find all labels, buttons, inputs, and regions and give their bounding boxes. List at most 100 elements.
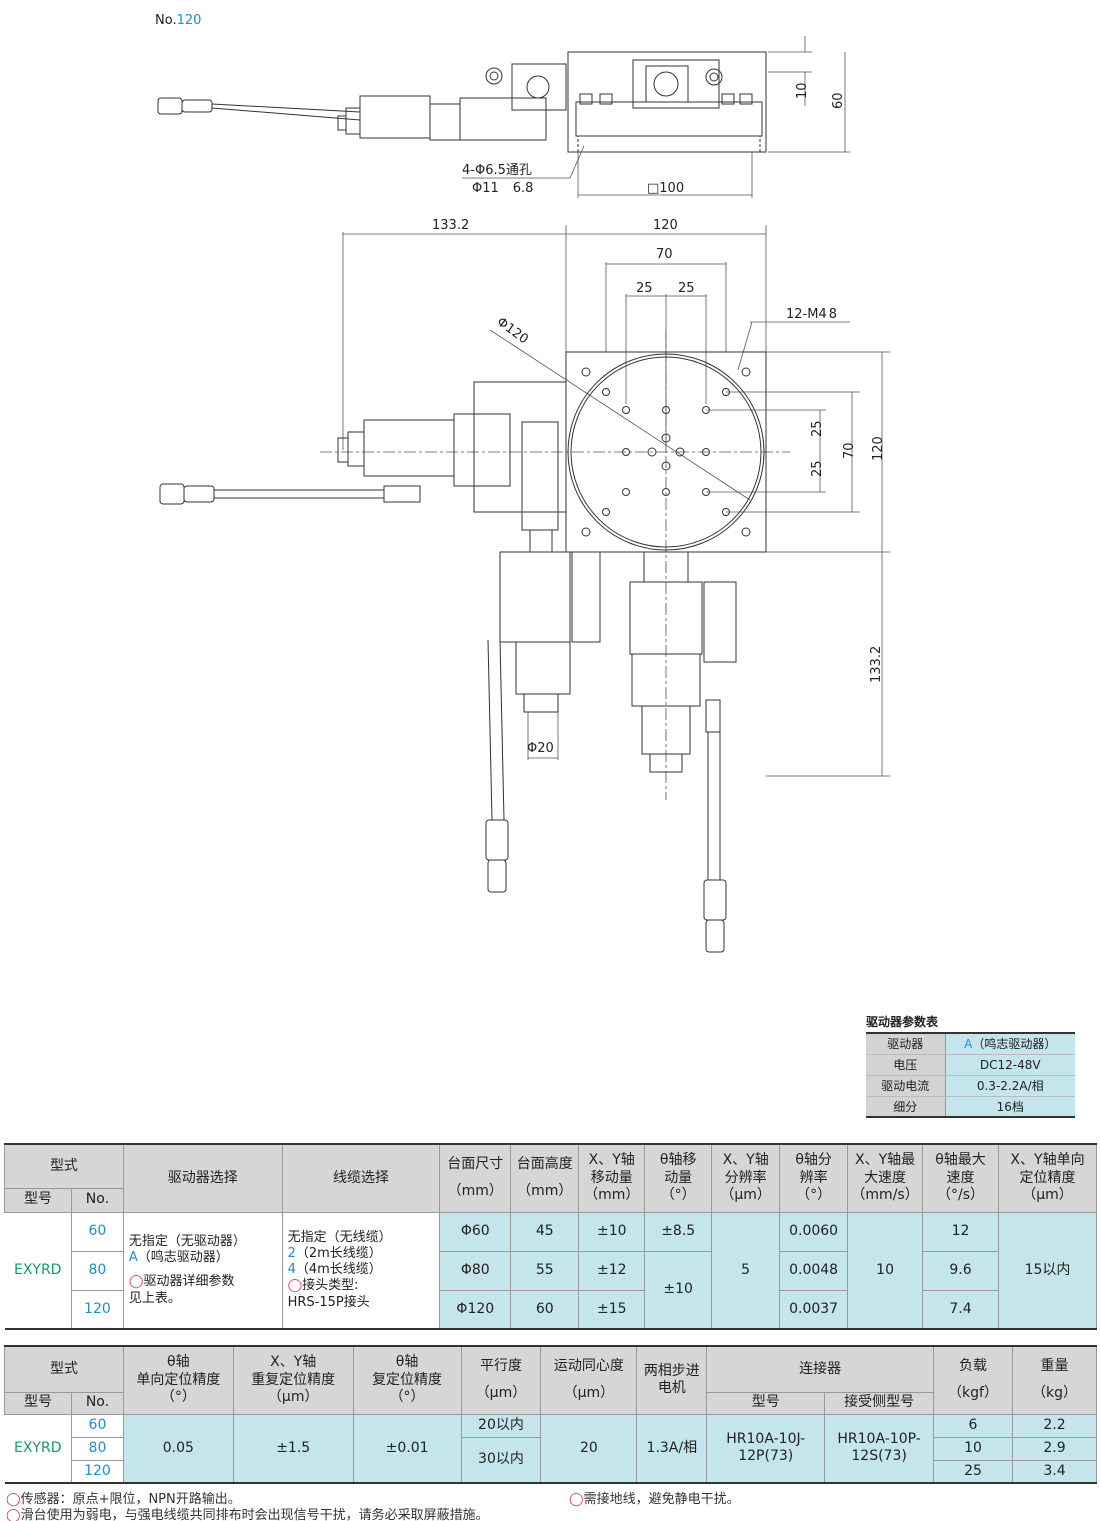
table-size: Φ80 bbox=[439, 1250, 512, 1291]
dim-120-top: 120 bbox=[653, 218, 678, 233]
xy-resolution: 5 bbox=[711, 1211, 781, 1330]
header-conn-model: 型号 bbox=[706, 1391, 826, 1415]
voltage-key: 电压 bbox=[866, 1054, 946, 1076]
driver-value: A（鸣志驱动器） bbox=[945, 1033, 1075, 1055]
xy-speed: 10 bbox=[847, 1211, 924, 1330]
header-theta-rep: θ轴复定位精度（°） bbox=[352, 1345, 462, 1415]
theta-speed: 9.6 bbox=[922, 1250, 999, 1291]
dim-25-c: 25 bbox=[810, 420, 825, 437]
header-type: 型式 bbox=[4, 1345, 124, 1393]
dim-60: 60 bbox=[831, 92, 846, 109]
header-table-height: 台面高度（mm） bbox=[510, 1143, 580, 1213]
dim-25-b: 25 bbox=[678, 281, 695, 296]
header-conn-mate: 接受侧型号 bbox=[824, 1391, 935, 1415]
warning-icon: ◯ bbox=[6, 1508, 21, 1521]
model-code: EXYRD bbox=[4, 1211, 72, 1330]
dia-20: Φ20 bbox=[527, 741, 554, 756]
motor: 1.3A/相 bbox=[636, 1413, 708, 1484]
header-table-size: 台面尺寸（mm） bbox=[439, 1143, 512, 1213]
weight: 3.4 bbox=[1011, 1459, 1098, 1484]
xy-travel: ±10 bbox=[578, 1211, 646, 1252]
weight: 2.9 bbox=[1011, 1436, 1098, 1461]
dia-120: Φ120 bbox=[494, 315, 531, 348]
dim-70-right: 70 bbox=[842, 442, 857, 459]
table-height: 45 bbox=[510, 1211, 580, 1252]
driver-options: 无指定（无驱动器） A（鸣志驱动器） ◯驱动器详细参数 见上表。 bbox=[122, 1211, 283, 1330]
row-no: 80 bbox=[70, 1436, 124, 1461]
header-weight: 重量（kg） bbox=[1011, 1345, 1098, 1415]
row-no: 60 bbox=[70, 1211, 124, 1252]
header-xy-speed: X、Y轴最大速度（mm/s） bbox=[847, 1143, 924, 1213]
row-no: 80 bbox=[70, 1250, 124, 1291]
table-size: Φ120 bbox=[439, 1289, 512, 1330]
header-xy-res: X、Y轴分辨率（μm） bbox=[711, 1143, 781, 1213]
load: 6 bbox=[933, 1413, 1013, 1438]
header-concentric: 运动同心度（μm） bbox=[540, 1345, 638, 1415]
conn-model: HR10A-10J-12P(73) bbox=[706, 1413, 826, 1484]
theta-resolution: 0.0048 bbox=[779, 1250, 849, 1291]
dim-133-top: 133.2 bbox=[432, 218, 469, 233]
xy-rep: ±1.5 bbox=[232, 1413, 354, 1484]
conn-mate: HR10A-10P-12S(73) bbox=[824, 1413, 935, 1484]
load: 10 bbox=[933, 1436, 1013, 1461]
header-theta-uni: θ轴单向定位精度（°） bbox=[122, 1345, 234, 1415]
header-theta-travel: θ轴移动量（°） bbox=[644, 1143, 713, 1213]
spec-table-1: 型式 驱动器选择 线缆选择 台面尺寸（mm） 台面高度（mm） X、Y轴移动量（… bbox=[4, 1143, 1097, 1330]
page-number: No.120 bbox=[155, 13, 202, 28]
header-theta-res: θ轴分辨率（°） bbox=[779, 1143, 849, 1213]
header-xy-accuracy: X、Y轴单向定位精度（μm） bbox=[998, 1143, 1097, 1213]
theta-travel: ±8.5 bbox=[644, 1211, 713, 1252]
theta-resolution: 0.0037 bbox=[779, 1289, 849, 1330]
voltage-value: DC12-48V bbox=[945, 1054, 1075, 1076]
xy-accuracy: 15以内 bbox=[998, 1211, 1097, 1330]
spec-table-2: 型式 θ轴单向定位精度（°） X、Y轴重复定位精度（μm） θ轴复定位精度（°）… bbox=[4, 1345, 1098, 1484]
header-type: 型式 bbox=[4, 1143, 124, 1189]
load: 25 bbox=[933, 1459, 1013, 1484]
dim-10: 10 bbox=[795, 82, 810, 99]
theta-speed: 12 bbox=[922, 1211, 999, 1252]
header-motor: 两相步进电机 bbox=[636, 1345, 708, 1415]
concentric: 20 bbox=[540, 1413, 638, 1484]
note-interference: ◯滑台使用为弱电，与强电线缆共同排布时会出现信号干扰，请务必采取屏蔽措施。 bbox=[6, 1508, 489, 1521]
header-theta-speed: θ轴最大速度（°/s） bbox=[922, 1143, 999, 1213]
driver-key: 驱动器 bbox=[866, 1033, 946, 1055]
table-size: Φ60 bbox=[439, 1211, 512, 1252]
driver-table-title: 驱动器参数表 bbox=[866, 1015, 939, 1029]
note-grounding: ◯需接地线，避免静电干扰。 bbox=[569, 1492, 740, 1507]
hole-spec: 4-Φ6.5通孔 bbox=[462, 163, 532, 178]
dim-133-right: 133.2 bbox=[869, 646, 884, 683]
theta-travel-shared: ±10 bbox=[644, 1250, 713, 1330]
header-no: No. bbox=[70, 1391, 124, 1415]
table-height: 55 bbox=[510, 1250, 580, 1291]
table-height: 60 bbox=[510, 1289, 580, 1330]
dim-square-100: □100 bbox=[647, 181, 684, 196]
header-model: 型号 bbox=[4, 1391, 72, 1415]
header-connector: 连接器 bbox=[706, 1345, 935, 1393]
row-no: 60 bbox=[70, 1413, 124, 1438]
dim-70-top: 70 bbox=[656, 247, 673, 262]
theta-resolution: 0.0060 bbox=[779, 1211, 849, 1252]
header-xy-travel: X、Y轴移动量（mm） bbox=[578, 1143, 646, 1213]
parallel-1: 20以内 bbox=[460, 1413, 542, 1438]
theta-speed: 7.4 bbox=[922, 1289, 999, 1330]
xy-travel: ±15 bbox=[578, 1289, 646, 1330]
dim-120-right: 120 bbox=[871, 436, 886, 461]
model-code: EXYRD bbox=[4, 1413, 72, 1484]
parallel-2: 30以内 bbox=[460, 1436, 542, 1484]
theta-uni: 0.05 bbox=[122, 1413, 234, 1484]
current-value: 0.3-2.2A/相 bbox=[945, 1075, 1075, 1097]
header-cable: 线缆选择 bbox=[281, 1143, 441, 1213]
dim-25-d: 25 bbox=[810, 460, 825, 477]
header-load: 负载（kgf） bbox=[933, 1345, 1013, 1415]
warning-icon: ◯ bbox=[6, 1492, 21, 1507]
header-driver: 驱动器选择 bbox=[122, 1143, 283, 1213]
row-no: 120 bbox=[70, 1459, 124, 1484]
header-no: No. bbox=[70, 1187, 124, 1213]
row-no: 120 bbox=[70, 1289, 124, 1330]
header-parallel: 平行度（μm） bbox=[460, 1345, 542, 1415]
header-xy-rep: X、Y轴重复定位精度（μm） bbox=[232, 1345, 354, 1415]
